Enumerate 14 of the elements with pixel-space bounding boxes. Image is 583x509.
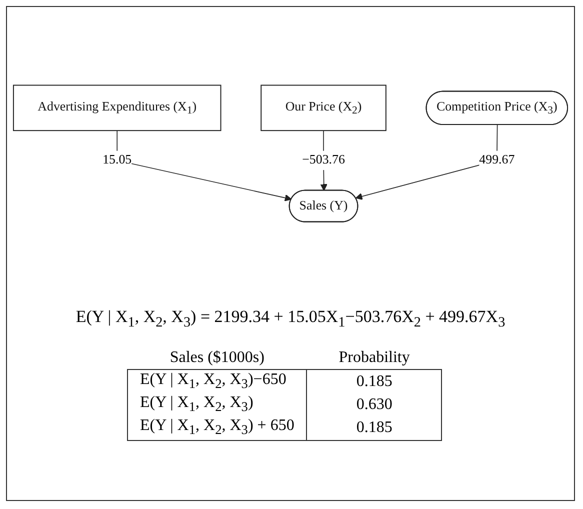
column-header: Sales ($1000s)	[128, 347, 307, 370]
table-cell: E(Y | X$_{1}$, X$_{2}$, X$_{3}$)−650	[128, 370, 307, 394]
table-cell: E(Y | X$_{1}$, X$_{2}$, X$_{3}$)	[128, 393, 307, 416]
edge-label: 15.05	[102, 153, 132, 167]
table-cell: 0.630	[306, 393, 442, 416]
table-cell: 0.185	[306, 416, 442, 440]
regression-equation: E(Y | X$_{1}$, X$_{2}$, X$_{3}$) = 2199.34 + 15.05X$_{1}$−503.76X$_{2}$ + 499.67X$_{3}$	[74, 307, 506, 332]
node-box: Our Price (X$_{2}$)	[260, 84, 386, 132]
table-cell: 0.185	[306, 370, 442, 394]
node-box: Advertising Expenditures (X$_{1}$)	[12, 84, 222, 132]
column-header: Probability	[306, 347, 442, 370]
edge-label: −503.76	[302, 153, 345, 167]
table-cell: E(Y | X$_{1}$, X$_{2}$, X$_{3}$) + 650	[128, 416, 307, 440]
edge-label: 499.67	[479, 153, 515, 167]
